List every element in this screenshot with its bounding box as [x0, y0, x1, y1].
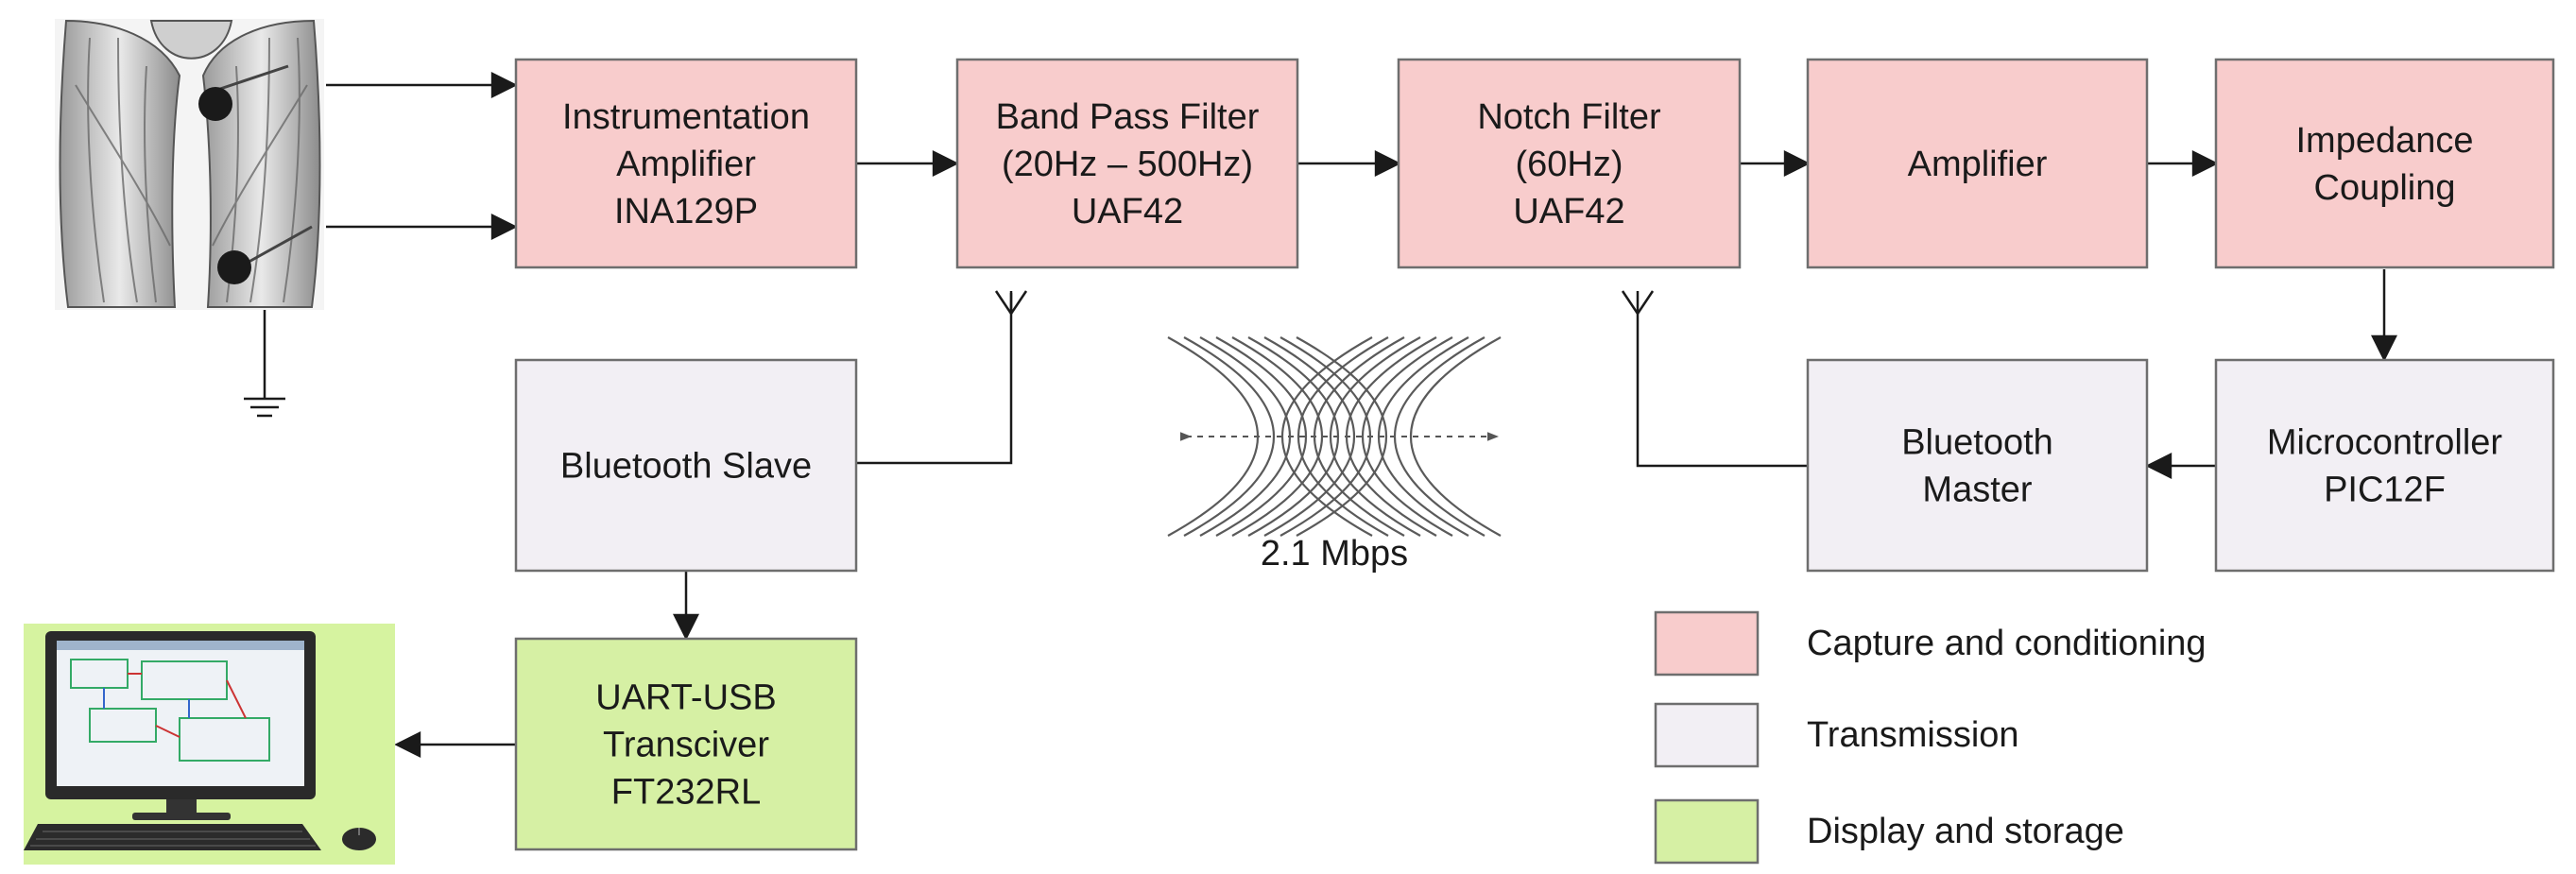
- block-notch: Notch Filter (60Hz) UAF42: [1397, 58, 1742, 269]
- antenna-icon: [994, 290, 1028, 317]
- legend-label: Display and storage: [1807, 812, 2124, 851]
- wave-arc: [1362, 336, 1453, 537]
- block-label-line: UAF42: [1513, 192, 1624, 231]
- block-label-line: Notch Filter: [1477, 97, 1661, 137]
- block-bt-slave: Bluetooth Slave: [514, 358, 858, 573]
- wave-arc: [1281, 336, 1373, 537]
- electrode-lower: [217, 250, 251, 284]
- wave-arc: [1215, 336, 1307, 537]
- block-label-line: UART-USB: [595, 678, 776, 718]
- wave-arc: [1296, 336, 1387, 537]
- legend-swatch: [1654, 702, 1760, 768]
- antenna-icon: [1621, 290, 1655, 317]
- legend-swatch: [1654, 798, 1760, 865]
- wave-arc: [1231, 336, 1323, 537]
- wave-arc: [1346, 336, 1437, 537]
- electrode-upper: [198, 87, 232, 121]
- block-label-line: PIC12F: [2324, 471, 2446, 510]
- block-label-line: INA129P: [614, 192, 758, 231]
- ground-symbol-icon: [244, 310, 285, 418]
- block-label-line: Instrumentation: [562, 97, 810, 137]
- block-label-line: Amplifier: [616, 145, 756, 184]
- desktop-computer-illustration: [24, 624, 395, 865]
- line-slave-to-antenna: [856, 312, 1013, 465]
- thigh-muscles-illustration: [55, 19, 324, 310]
- wave-arc: [1167, 336, 1259, 537]
- block-label-line: UAF42: [1072, 192, 1183, 231]
- legend-label: Capture and conditioning: [1807, 624, 2207, 663]
- radio-waves-icon: [1167, 336, 1502, 537]
- wave-arc: [1183, 336, 1275, 537]
- block-label-line: Bluetooth Slave: [560, 447, 812, 487]
- block-label-line: Microcontroller: [2267, 423, 2503, 463]
- transmission-rate: 2.1 Mbps: [1261, 534, 1408, 574]
- wave-arc: [1279, 336, 1371, 537]
- block-label-line: (20Hz – 500Hz): [1002, 145, 1253, 184]
- line-master-to-antenna: [1636, 312, 1808, 468]
- block-amplifier: Amplifier: [1806, 58, 2149, 269]
- wave-arc: [1199, 336, 1291, 537]
- block-label-line: Amplifier: [1908, 145, 2048, 184]
- block-label-line: Coupling: [2314, 168, 2456, 208]
- wave-arc: [1330, 336, 1421, 537]
- wave-arc: [1247, 336, 1339, 537]
- block-label-line: (60Hz): [1515, 145, 1623, 184]
- legend-swatch: [1654, 610, 1760, 677]
- wave-arc: [1263, 336, 1355, 537]
- legend-item: Capture and conditioning: [1654, 610, 2207, 677]
- legend-item: Display and storage: [1654, 798, 2124, 865]
- block-label-line: Impedance: [2295, 121, 2473, 161]
- block-label-line: FT232RL: [611, 773, 761, 813]
- wave-arc: [1410, 336, 1502, 537]
- wave-arc: [1297, 336, 1389, 537]
- block-label-line: Band Pass Filter: [996, 97, 1260, 137]
- wave-arc: [1378, 336, 1469, 537]
- block-label-line: Transciver: [603, 726, 769, 765]
- connectors: [326, 72, 2397, 758]
- legend-label: Transmission: [1807, 715, 2019, 755]
- block-label-line: Master: [1922, 471, 2032, 510]
- block-bandpass: Band Pass Filter (20Hz – 500Hz) UAF42: [955, 58, 1299, 269]
- wave-arc: [1394, 336, 1485, 537]
- wave-arc: [1314, 336, 1405, 537]
- block-label-line: Bluetooth: [1901, 423, 2053, 463]
- legend-item: Transmission: [1654, 702, 2019, 768]
